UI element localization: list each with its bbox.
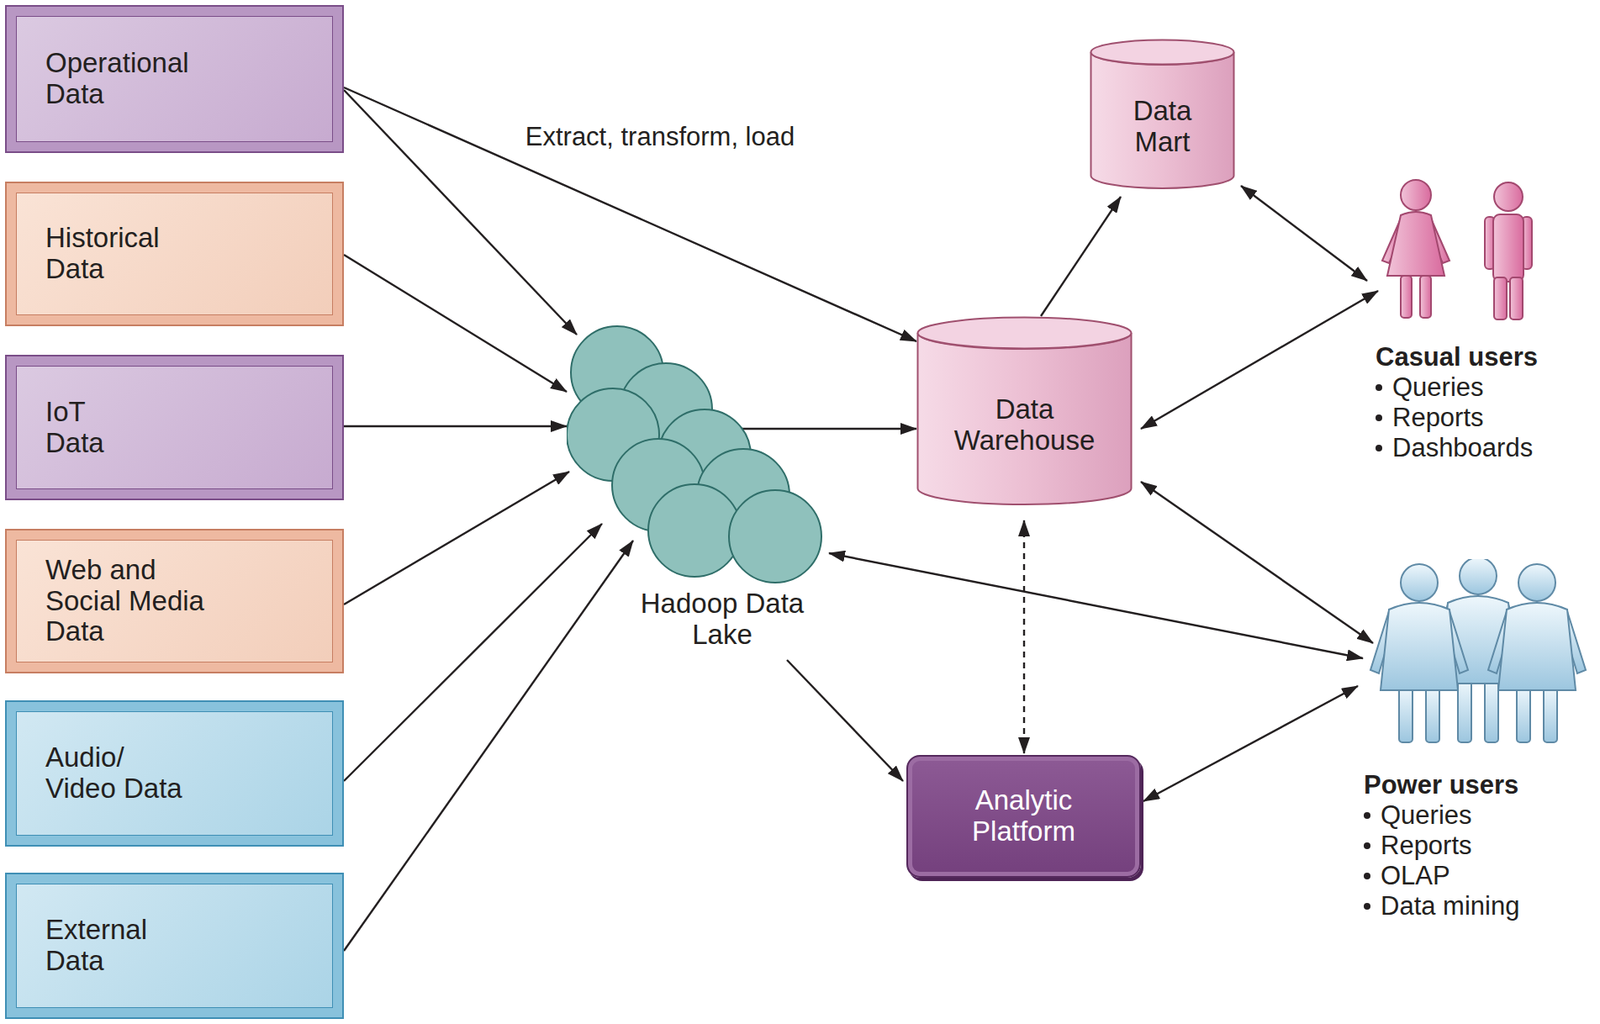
figure-leg — [1400, 275, 1412, 318]
platform-label: Analytic Platform — [931, 785, 1117, 848]
figure-leg — [1484, 680, 1499, 743]
connector-arrow — [1023, 520, 1025, 754]
figure-head — [1494, 182, 1523, 212]
connector-arrow — [1143, 686, 1358, 802]
figure-leg — [1543, 686, 1558, 743]
figure-body — [1493, 214, 1524, 282]
user-group: Casual usersQueriesReportsDashboards — [1375, 176, 1590, 464]
bullet-row: OLAP — [1363, 860, 1593, 892]
cylinder-top — [1091, 40, 1235, 65]
figure-leg — [1457, 680, 1472, 743]
bullet-row: Dashboards — [1375, 433, 1590, 464]
figure-head — [1400, 564, 1438, 602]
figure-leg — [1516, 686, 1531, 743]
source-box: External Data — [5, 872, 344, 1020]
lake-circle — [648, 484, 741, 577]
connector-arrow — [829, 553, 1363, 659]
source-box: Operational Data — [5, 5, 344, 154]
source-box: Historical Data — [5, 181, 344, 327]
bullet-row: Queries — [1363, 800, 1593, 831]
connector-arrow — [343, 471, 570, 605]
bullet-text: Queries — [1380, 800, 1473, 831]
connector-arrow — [343, 425, 567, 428]
user-group-heading: Power users — [1363, 770, 1593, 801]
box-label: External Data — [45, 914, 189, 977]
cylinder-top — [918, 317, 1132, 349]
bullet-dot — [1363, 812, 1371, 819]
bullet-text: Data mining — [1380, 891, 1520, 922]
database-cylinder: Data Mart — [1089, 38, 1236, 190]
user-group: Power usersQueriesReportsOLAPData mining — [1363, 559, 1593, 922]
power-users-figure — [1363, 559, 1593, 746]
data-lake: Hadoop Data Lake — [566, 324, 822, 661]
box-label: Audio/ Video Data — [45, 742, 185, 805]
figure-leg — [1420, 275, 1432, 318]
figure-head — [1518, 564, 1556, 602]
connector-arrow — [1140, 290, 1379, 429]
connector-arrow — [786, 660, 903, 782]
database-label: Data Warehouse — [940, 394, 1109, 457]
figure-head — [1459, 559, 1497, 595]
box-label: Operational Data — [45, 47, 214, 111]
bullet-dot — [1375, 414, 1383, 422]
figure-head — [1400, 179, 1432, 211]
database-label: Data Mart — [1116, 95, 1210, 159]
bullet-text: Reports — [1380, 830, 1473, 861]
box-label: Historical Data — [45, 222, 214, 286]
bullet-dot — [1375, 444, 1383, 452]
figure-leg — [1510, 277, 1523, 320]
box-label: Web and Social Media Data — [45, 554, 214, 649]
connector-arrow — [343, 523, 602, 782]
bullet-text: Queries — [1392, 372, 1484, 403]
figure-body — [1380, 602, 1458, 691]
data-lake-circles — [566, 324, 828, 587]
connector-arrow — [343, 254, 567, 392]
figure-body — [1498, 602, 1576, 691]
lake-circle — [728, 490, 822, 583]
bullet-text: Reports — [1392, 402, 1484, 434]
box-label: IoT Data — [45, 396, 122, 460]
connector-arrow — [343, 540, 634, 951]
connector-label: Extract, transform, load — [521, 122, 799, 153]
bullet-row: Reports — [1375, 402, 1590, 434]
figure-leg — [1425, 686, 1440, 743]
cylinder-body — [918, 332, 1132, 505]
connector-arrow — [343, 87, 917, 342]
figure-leg — [1399, 686, 1413, 743]
connector-arrow — [1240, 185, 1368, 281]
data-lake-label: Hadoop Data Lake — [617, 588, 828, 651]
bullet-row: Data mining — [1363, 891, 1593, 922]
bullet-text: OLAP — [1380, 860, 1451, 892]
bullet-dot — [1363, 902, 1371, 910]
source-box: IoT Data — [5, 354, 344, 501]
connector-arrow — [1140, 481, 1373, 644]
user-group-heading: Casual users — [1375, 343, 1590, 373]
bullet-dot — [1363, 842, 1371, 850]
source-box: Web and Social Media Data — [5, 528, 344, 674]
bullet-row: Queries — [1375, 372, 1590, 403]
bullet-text: Dashboards — [1392, 433, 1533, 464]
database-cylinder: Data Warehouse — [916, 316, 1133, 506]
source-box: Audio/ Video Data — [5, 700, 344, 847]
bullet-row: Reports — [1363, 830, 1593, 861]
platform-box: Analytic Platform — [906, 755, 1141, 878]
cylinder-body — [1091, 52, 1235, 189]
connector-arrow — [739, 427, 917, 430]
bullet-dot — [1363, 872, 1371, 880]
figure-leg — [1494, 277, 1507, 320]
figure-body — [1387, 211, 1445, 276]
casual-users-figure — [1375, 176, 1590, 322]
connector-arrow — [1040, 196, 1121, 317]
bullet-dot — [1375, 384, 1383, 391]
